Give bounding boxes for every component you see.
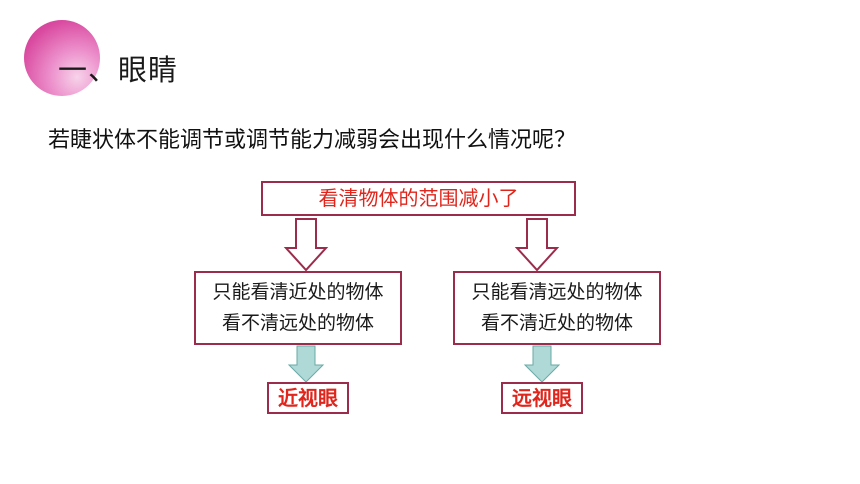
teal-arrow-left — [287, 345, 325, 383]
near-sight-line-1: 只能看清近处的物体 — [212, 281, 384, 303]
decorative-circle — [24, 20, 100, 96]
far-sight-line-1: 只能看清远处的物体 — [471, 281, 643, 303]
down-arrow-right — [514, 218, 560, 272]
top-box: 看清物体的范围减小了 — [261, 181, 576, 216]
hyperopia-result-box: 远视眼 — [501, 382, 583, 414]
down-arrow-left — [283, 218, 329, 272]
near-sight-line-2: 看不清远处的物体 — [221, 312, 374, 334]
section-title: 一、眼睛 — [58, 53, 179, 87]
question-text: 若睫状体不能调节或调节能力减弱会出现什么情况呢？ — [48, 128, 577, 153]
far-sight-description-box: 只能看清远处的物体 看不清近处的物体 — [453, 271, 661, 345]
teal-arrow-right — [523, 345, 561, 383]
far-sight-line-2: 看不清近处的物体 — [480, 312, 633, 334]
near-sight-description-box: 只能看清近处的物体 看不清远处的物体 — [194, 271, 402, 345]
myopia-result-box: 近视眼 — [267, 382, 349, 414]
